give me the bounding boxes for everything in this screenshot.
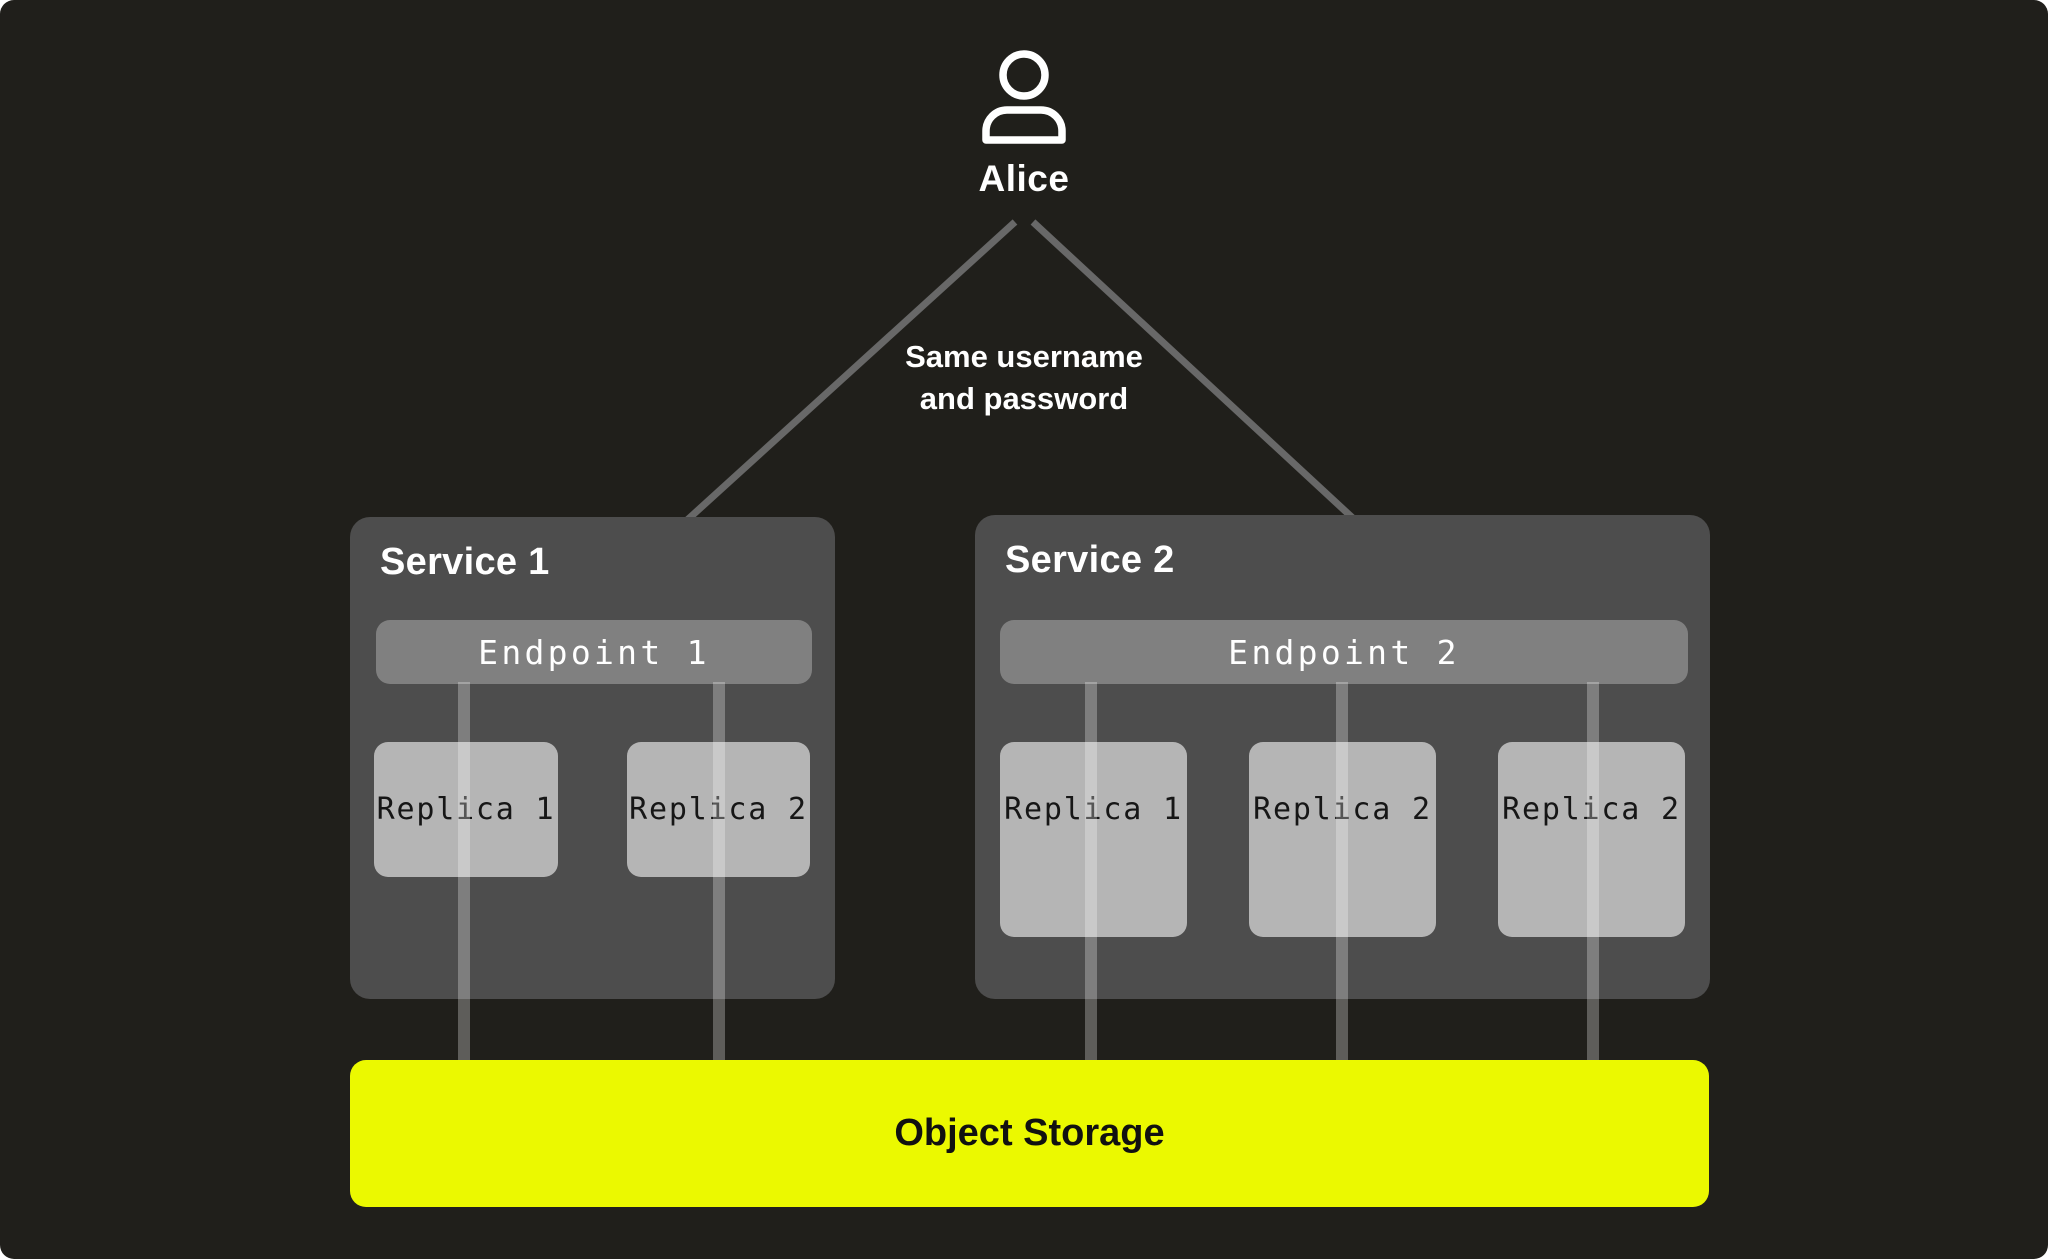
service-1-replica-1: Replica 1 — [374, 742, 558, 877]
annotation-line-1: Same username — [905, 339, 1143, 374]
service-1-replica-2: Replica 2 — [627, 742, 810, 877]
service-1-replica-2-label: Replica 2 — [629, 792, 808, 827]
service-2-endpoint: Endpoint 2 — [1000, 620, 1688, 684]
object-storage-box: Object Storage — [350, 1060, 1709, 1207]
service-2-replica-3: Replica 2 — [1498, 742, 1685, 937]
connector-service2-replica3-storage — [1587, 682, 1599, 1060]
service-1-replica-1-label: Replica 1 — [376, 792, 556, 827]
connector-service1-replica2-storage — [713, 682, 725, 1060]
connector-service2-replica1-storage — [1085, 682, 1097, 1060]
credentials-annotation: Same username and password — [774, 336, 1274, 420]
service-1-box: Service 1 Endpoint 1 Replica 1 Replica 2 — [350, 517, 835, 999]
service-2-replica-1-label: Replica 1 — [1004, 792, 1183, 827]
annotation-line-2: and password — [919, 380, 1129, 416]
connector-service1-replica1-storage — [458, 682, 470, 1060]
service-2-replica-2: Replica 2 — [1249, 742, 1436, 937]
user-name-label: Alice — [978, 158, 1070, 199]
person-icon — [982, 50, 1066, 144]
connector-service2-replica2-storage — [1336, 682, 1348, 1060]
service-2-title: Service 2 — [1005, 539, 1175, 581]
service-2-box: Service 2 Endpoint 2 Replica 1 Replica 2… — [975, 515, 1710, 999]
service-2-replica-2-label: Replica 2 — [1253, 792, 1432, 827]
object-storage-label: Object Storage — [894, 1112, 1165, 1154]
service-2-replica-3-label: Replica 2 — [1502, 792, 1681, 827]
service-2-replica-1: Replica 1 — [1000, 742, 1187, 937]
service-1-endpoint: Endpoint 1 — [376, 620, 812, 684]
service-1-title: Service 1 — [380, 541, 550, 583]
